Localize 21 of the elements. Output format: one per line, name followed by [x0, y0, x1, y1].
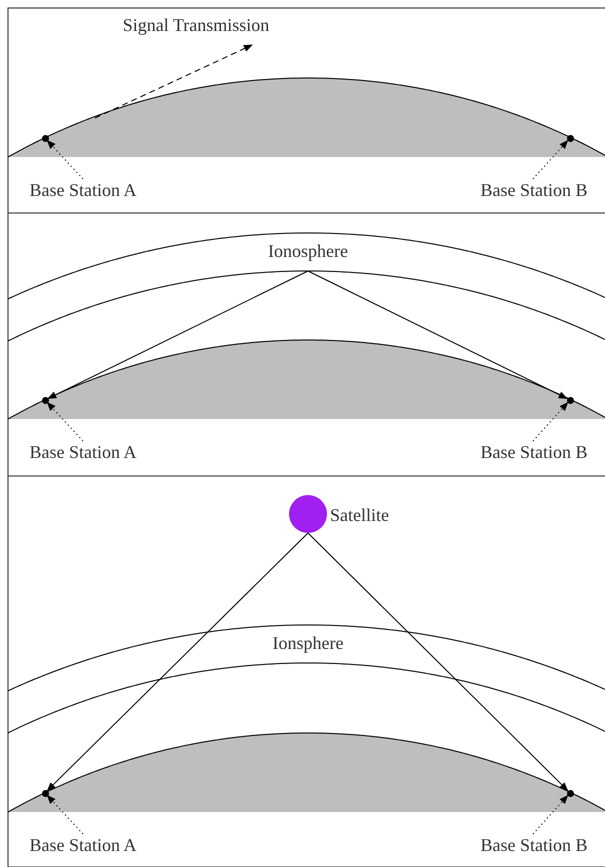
signal-arrow [308, 270, 568, 399]
layer-label: Ionosphere [267, 240, 349, 262]
station-label: Base Station B [470, 441, 598, 463]
leader-line [532, 402, 568, 442]
station-label: Base Station A [20, 834, 146, 856]
leader-line [46, 402, 84, 442]
station-label: Base Station B [470, 834, 598, 856]
station-label: Base Station A [20, 441, 146, 463]
signal-arrow [46, 532, 308, 792]
signal-arrow [47, 270, 308, 399]
signal-label: Signal Transmission [113, 14, 279, 45]
leader-line [46, 140, 84, 180]
leader-line [532, 794, 568, 834]
layer-label: Ionsphere [258, 632, 358, 654]
signal-arrow [94, 44, 253, 118]
leader-line [46, 794, 84, 834]
station-label: Base Station A [20, 179, 146, 201]
signal-arrow [308, 532, 568, 792]
station-label: Base Station B [470, 179, 598, 201]
leader-line [532, 140, 568, 180]
satellite-label: Satellite [330, 504, 389, 526]
